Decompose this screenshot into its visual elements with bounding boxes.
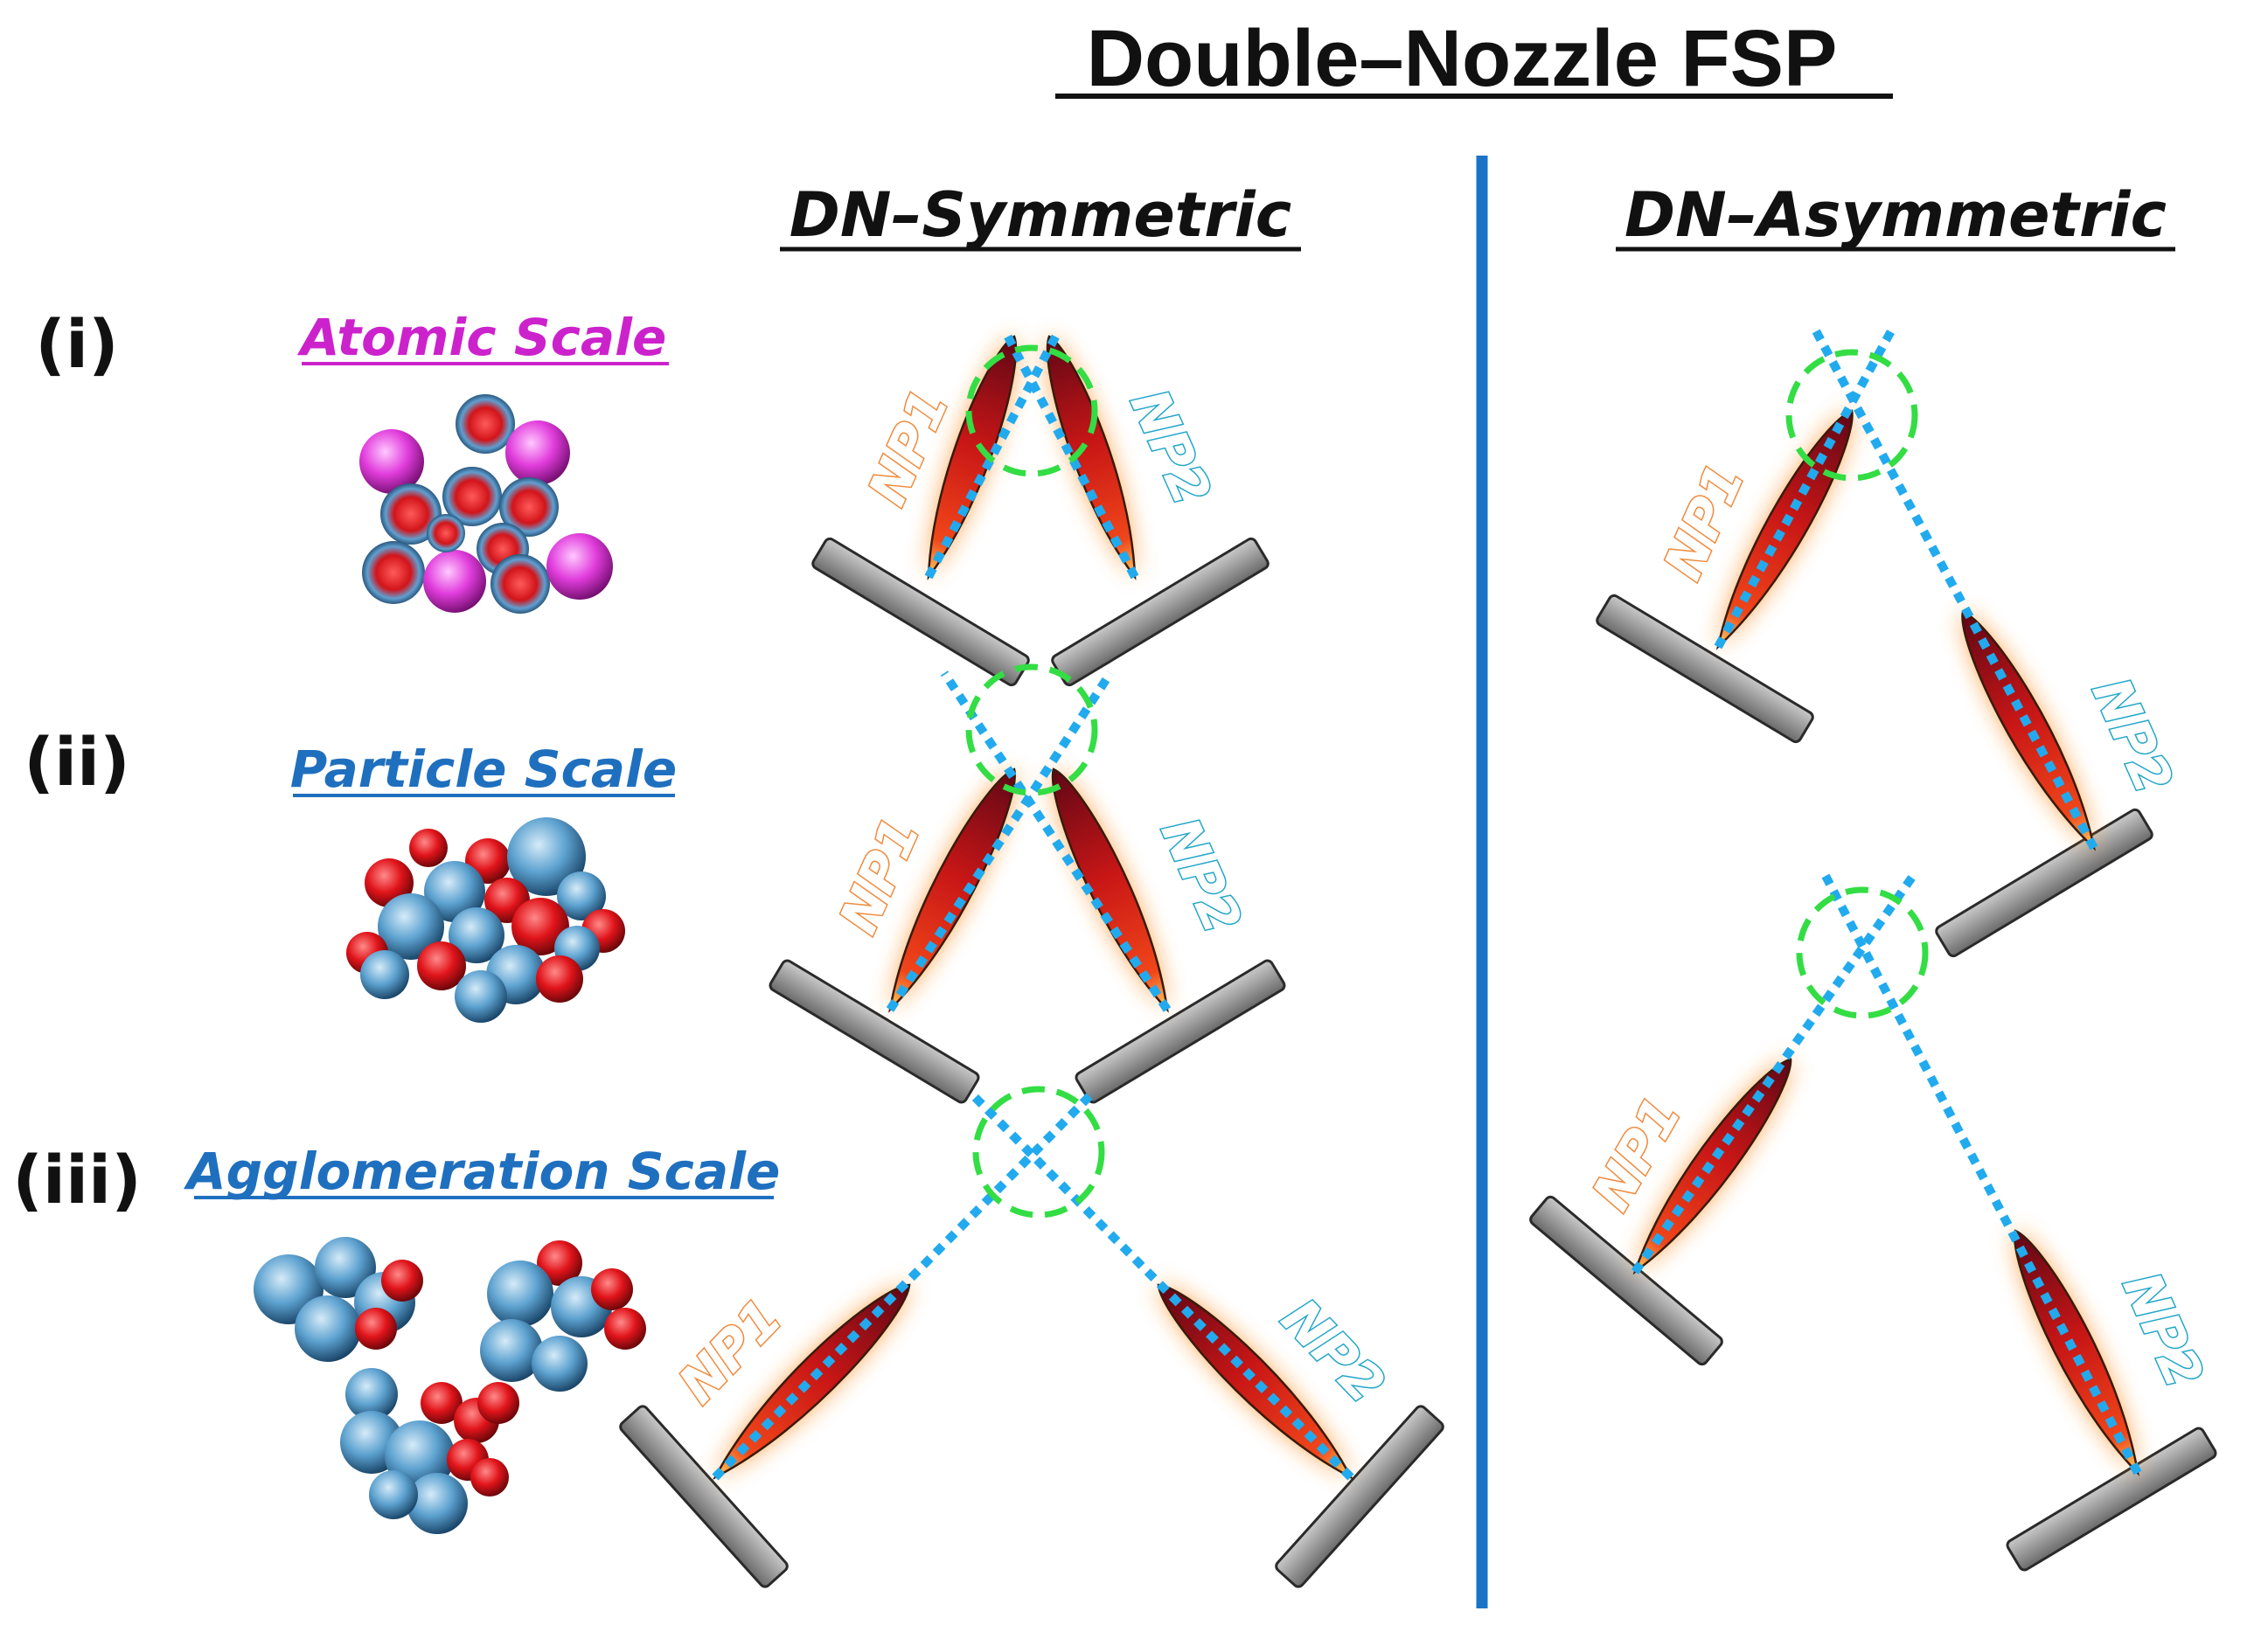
particle-scale-particle-cluster bbox=[346, 817, 625, 1023]
particle-sphere bbox=[490, 554, 550, 614]
spray-line-np2 bbox=[967, 1089, 1354, 1481]
particle-sphere bbox=[477, 1382, 519, 1424]
particle-sphere bbox=[532, 1336, 588, 1392]
spray-line-np1 bbox=[1714, 325, 1897, 649]
particle-sphere bbox=[360, 950, 409, 999]
nozzle-plate-left bbox=[811, 537, 1030, 687]
particle-sphere bbox=[315, 1237, 376, 1298]
particle-sphere bbox=[507, 817, 586, 896]
nozzle-plate-right bbox=[1275, 1405, 1444, 1588]
mixing-zone-circle bbox=[1796, 886, 1929, 1019]
particle-sphere bbox=[442, 467, 502, 526]
nozzle-plate-right bbox=[1051, 537, 1270, 687]
particle-sphere bbox=[591, 1268, 633, 1310]
flame-np2 bbox=[1157, 1283, 1353, 1480]
nozzle-plate-left bbox=[619, 1405, 789, 1588]
spray-line-np1 bbox=[1631, 873, 1917, 1274]
column-header-symmetric: DN–Symmetric bbox=[790, 179, 1292, 251]
particle-sphere bbox=[499, 477, 559, 537]
mixing-zone-circle bbox=[1785, 349, 1918, 482]
flame-np1 bbox=[927, 335, 1018, 580]
flame-np2 bbox=[1051, 767, 1169, 1013]
spray-line-np2 bbox=[940, 670, 1172, 1012]
particle-sphere bbox=[511, 898, 569, 955]
flame-np2 bbox=[2014, 1229, 2139, 1476]
row-index-iii: (iii) bbox=[12, 1141, 142, 1219]
nozzle-plate-right bbox=[1075, 959, 1286, 1104]
spray-line-np1 bbox=[712, 1089, 1096, 1481]
nozzle-plate-left bbox=[1596, 594, 1814, 744]
particle-sphere bbox=[369, 1470, 418, 1519]
spray-line-np1 bbox=[886, 670, 1115, 1012]
flame-np2 bbox=[1046, 335, 1137, 580]
column-header-asymmetric: DN–Asymmetric bbox=[1624, 179, 2167, 251]
nozzle-label-np2: NP2 bbox=[2080, 670, 2184, 803]
particle-sphere bbox=[355, 1308, 397, 1350]
atomic-scale-particle-cluster bbox=[359, 394, 613, 614]
nozzle-plate-left bbox=[1529, 1195, 1723, 1366]
particle-sphere bbox=[345, 1368, 398, 1420]
nozzle-label-np2: NP2 bbox=[1118, 381, 1222, 515]
particle-sphere bbox=[359, 429, 424, 494]
particle-sphere bbox=[546, 533, 613, 600]
particle-sphere bbox=[480, 1319, 543, 1382]
nozzle-label-np2: NP2 bbox=[2111, 1264, 2215, 1398]
agglomeration-scale-particle-cluster bbox=[254, 1237, 646, 1534]
mixing-zone-circle bbox=[972, 1086, 1105, 1219]
row-index-i: (i) bbox=[35, 305, 119, 383]
particle-sphere bbox=[449, 907, 504, 963]
particle-sphere bbox=[604, 1308, 646, 1350]
particle-sphere bbox=[409, 829, 448, 867]
particle-sphere bbox=[417, 941, 466, 990]
particle-scale-label: Particle Scale bbox=[290, 740, 677, 799]
particle-sphere bbox=[362, 541, 425, 604]
agglomeration-scale-label: Agglomeration Scale bbox=[184, 1142, 781, 1201]
nozzle-label-np1: NP1 bbox=[1652, 455, 1757, 589]
flame-np1 bbox=[713, 1283, 911, 1480]
particle-sphere bbox=[380, 483, 442, 545]
particle-sphere bbox=[455, 970, 507, 1023]
particle-sphere bbox=[381, 1260, 423, 1302]
flame-np2 bbox=[1961, 610, 2097, 851]
row-index-ii: (ii) bbox=[24, 723, 130, 801]
particle-sphere bbox=[536, 955, 583, 1003]
particle-sphere bbox=[487, 1260, 553, 1327]
particle-sphere bbox=[421, 1382, 463, 1424]
particle-sphere bbox=[407, 1473, 468, 1534]
particle-sphere bbox=[423, 550, 486, 613]
particle-sphere bbox=[505, 420, 570, 485]
spray-line-np1 bbox=[924, 330, 1062, 580]
atomic-scale-label: Atomic Scale bbox=[297, 308, 667, 367]
nozzle-plate-left bbox=[769, 959, 980, 1104]
diagram-title: Double–Nozzle FSP bbox=[1087, 14, 1838, 103]
particle-sphere bbox=[424, 861, 485, 922]
particle-sphere bbox=[378, 893, 444, 960]
particle-sphere bbox=[537, 1240, 582, 1286]
nozzle-label-np2: NP2 bbox=[1149, 809, 1253, 943]
mixing-zone-circle bbox=[965, 663, 1098, 796]
spray-line-np2 bbox=[1001, 330, 1139, 580]
particle-sphere bbox=[427, 514, 465, 552]
particle-sphere bbox=[456, 394, 515, 454]
mixing-zone-circle bbox=[965, 344, 1098, 477]
nozzle-plate-right bbox=[2006, 1427, 2217, 1572]
spray-line-np2 bbox=[1810, 325, 2098, 851]
particle-sphere bbox=[295, 1295, 361, 1362]
spray-line-np2 bbox=[1821, 873, 2142, 1476]
particle-sphere bbox=[557, 872, 606, 920]
flame-np1 bbox=[888, 767, 1016, 1013]
particle-sphere bbox=[470, 1458, 509, 1497]
nozzle-plate-right bbox=[1935, 808, 2153, 958]
